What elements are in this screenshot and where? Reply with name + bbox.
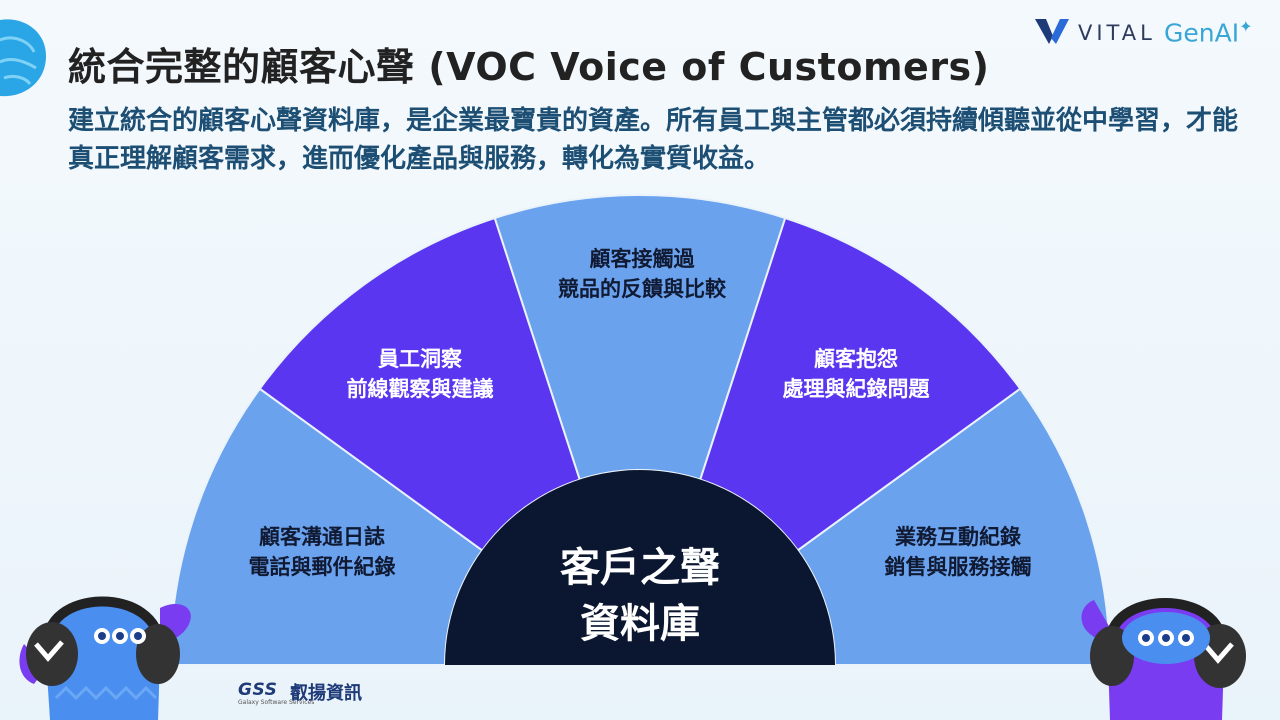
center-label-line2: 資料庫 (580, 601, 700, 647)
fan-center (445, 470, 835, 665)
segment-label-2-line1: 員工洞察 (378, 347, 462, 371)
segment-label-5-line2: 銷售與服務接觸 (884, 555, 1032, 579)
segment-label-5-line1: 業務互動紀錄 (895, 525, 1021, 549)
segment-label-3-line2: 競品的反饋與比較 (558, 277, 726, 301)
segment-label-2: 員工洞察前線觀察與建議 (300, 344, 540, 404)
decorative-blob (0, 19, 46, 97)
segment-label-5: 業務互動紀錄銷售與服務接觸 (838, 522, 1078, 582)
center-label: 客戶之聲 資料庫 (520, 540, 760, 652)
mascot-left (19, 596, 191, 720)
segment-label-3-line1: 顧客接觸過 (589, 247, 695, 271)
brand-name: VITAL (1078, 21, 1156, 45)
segment-label-1: 顧客溝通日誌電話與郵件紀錄 (202, 522, 442, 582)
footer-logo: GSS 叡揚資訊 Galaxy Software Services (238, 678, 438, 708)
segment-label-1-line1: 顧客溝通日誌 (259, 525, 385, 549)
footer-company: 叡揚資訊 (290, 683, 362, 704)
segment-label-2-line2: 前線觀察與建議 (346, 377, 494, 401)
page-subtitle: 建立統合的顧客心聲資料庫，是企業最寶貴的資產。所有員工與主管都必須持續傾聽並從中… (68, 106, 1239, 174)
segment-label-4-line2: 處理與紀錄問題 (782, 377, 930, 401)
page-title: 統合完整的顧客心聲 (VOC Voice of Customers) (68, 45, 990, 89)
vital-v-icon (1035, 19, 1069, 44)
segment-label-4: 顧客抱怨處理與紀錄問題 (736, 344, 976, 404)
spark-icon: ✦ (1239, 17, 1253, 36)
footer-mark: GSS (238, 680, 278, 700)
brand-logo: VITAL GenAI✦ (1034, 16, 1274, 50)
segment-label-1-line2: 電話與郵件紀錄 (248, 555, 396, 579)
segment-label-3: 顧客接觸過競品的反饋與比較 (522, 244, 762, 304)
brand-product: GenAI✦ (1164, 17, 1253, 48)
segment-label-4-line1: 顧客抱怨 (814, 347, 898, 371)
footer-tagline: Galaxy Software Services (238, 699, 315, 706)
center-label-line1: 客戶之聲 (560, 545, 720, 591)
mascot-right (1081, 598, 1246, 720)
